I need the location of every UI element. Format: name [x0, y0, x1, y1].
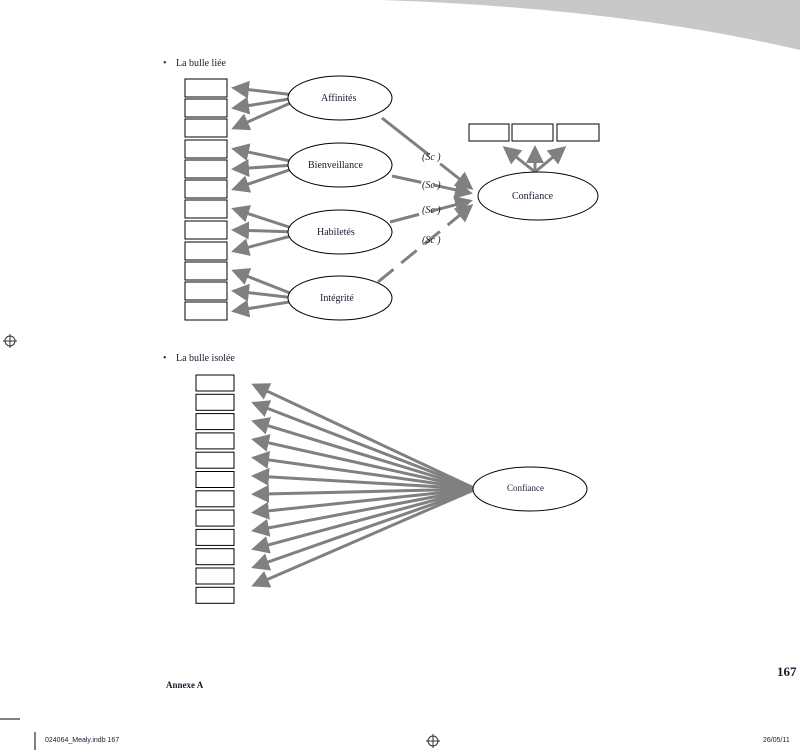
arrow: [251, 417, 477, 491]
arrow: [231, 233, 296, 256]
file-slug: 024064_Mealy.indb 167: [45, 737, 120, 744]
indicator-box: [195, 586, 235, 604]
arrow: [251, 487, 477, 537]
indicator-box: [511, 123, 554, 142]
arrow: [251, 484, 477, 503]
factor-ellipse: [287, 142, 393, 188]
arrow: [231, 80, 296, 99]
indicator-box: [195, 374, 235, 392]
arrow: [251, 400, 477, 491]
indicator-box: [195, 528, 235, 546]
indicator-box: [184, 199, 228, 219]
arrow: [377, 204, 474, 284]
indicator-box: [195, 471, 235, 488]
path-label: (Sc ): [422, 180, 441, 191]
arrow: [231, 159, 296, 177]
indicator-box: [184, 301, 228, 321]
arrow: [251, 487, 477, 588]
path-label: (Sc ): [422, 235, 441, 246]
outcome-ellipse: [477, 171, 599, 221]
indicator-box: [184, 118, 228, 138]
path-label: (Sc ): [422, 205, 441, 216]
indicator-box: [468, 123, 510, 142]
indicator-box: [195, 393, 235, 411]
linked-bubble-diagram: [184, 75, 600, 321]
indicator-box: [184, 98, 228, 118]
registration-mark-icon: [3, 334, 17, 348]
arrow: [251, 487, 477, 571]
corner-band: [380, 0, 800, 50]
print-date: 26/05/11: [763, 737, 790, 744]
annex-label: Annexe A: [166, 680, 204, 690]
indicator-box: [184, 261, 228, 281]
factor-label-habiletes: Habiletés: [317, 227, 355, 238]
arrow: [231, 96, 296, 115]
factor-ellipse: [287, 275, 393, 321]
outcome-ellipse: [472, 466, 588, 512]
isolated-bubble-diagram: [195, 374, 588, 604]
arrow: [251, 434, 477, 491]
outcome-label-confiance: Confiance: [507, 483, 544, 493]
indicator-box: [184, 78, 228, 98]
arrow: [534, 146, 567, 174]
factor-label-affinites: Affinités: [321, 93, 357, 104]
page-number: 167: [777, 664, 797, 679]
indicator-box: [195, 432, 235, 450]
outcome-label-confiance: Confiance: [512, 191, 554, 202]
arrow: [231, 166, 296, 193]
registration-mark-icon: [426, 734, 440, 748]
arrow: [251, 450, 477, 491]
arrow: [391, 174, 473, 199]
indicator-box: [184, 159, 228, 179]
arrow: [231, 99, 296, 131]
arrow: [231, 268, 296, 297]
arrow: [251, 487, 477, 554]
arrow: [231, 283, 296, 302]
arrow: [251, 383, 477, 491]
factor-label-integrite: Intégrité: [320, 293, 354, 304]
arrow: [231, 221, 296, 240]
bullet: •: [163, 58, 167, 69]
indicator-box: [195, 451, 235, 469]
arrow: [251, 487, 477, 520]
indicator-box: [195, 490, 235, 508]
indicator-box: [184, 220, 228, 240]
factor-ellipse: [287, 75, 393, 121]
indicator-box: [184, 281, 228, 301]
arrow: [381, 116, 474, 190]
indicator-box: [195, 509, 235, 527]
indicator-box: [556, 123, 600, 142]
arrow: [231, 143, 296, 164]
indicator-box: [195, 567, 235, 585]
arrow: [502, 146, 536, 174]
section-title-linked: La bulle liée: [176, 58, 226, 69]
indicator-box: [184, 179, 228, 199]
indicator-box: [184, 241, 228, 261]
indicator-box: [195, 548, 235, 566]
indicator-box: [195, 413, 235, 431]
arrow: [251, 467, 477, 491]
factor-label-bienveillance: Bienveillance: [308, 160, 363, 171]
arrow: [231, 205, 296, 231]
factor-ellipse: [287, 209, 393, 255]
arrow: [231, 299, 296, 318]
section-title-isolated: La bulle isolée: [176, 353, 235, 364]
indicator-box: [184, 139, 228, 159]
bullet: •: [163, 353, 167, 364]
path-label: (Sc ): [422, 152, 441, 163]
